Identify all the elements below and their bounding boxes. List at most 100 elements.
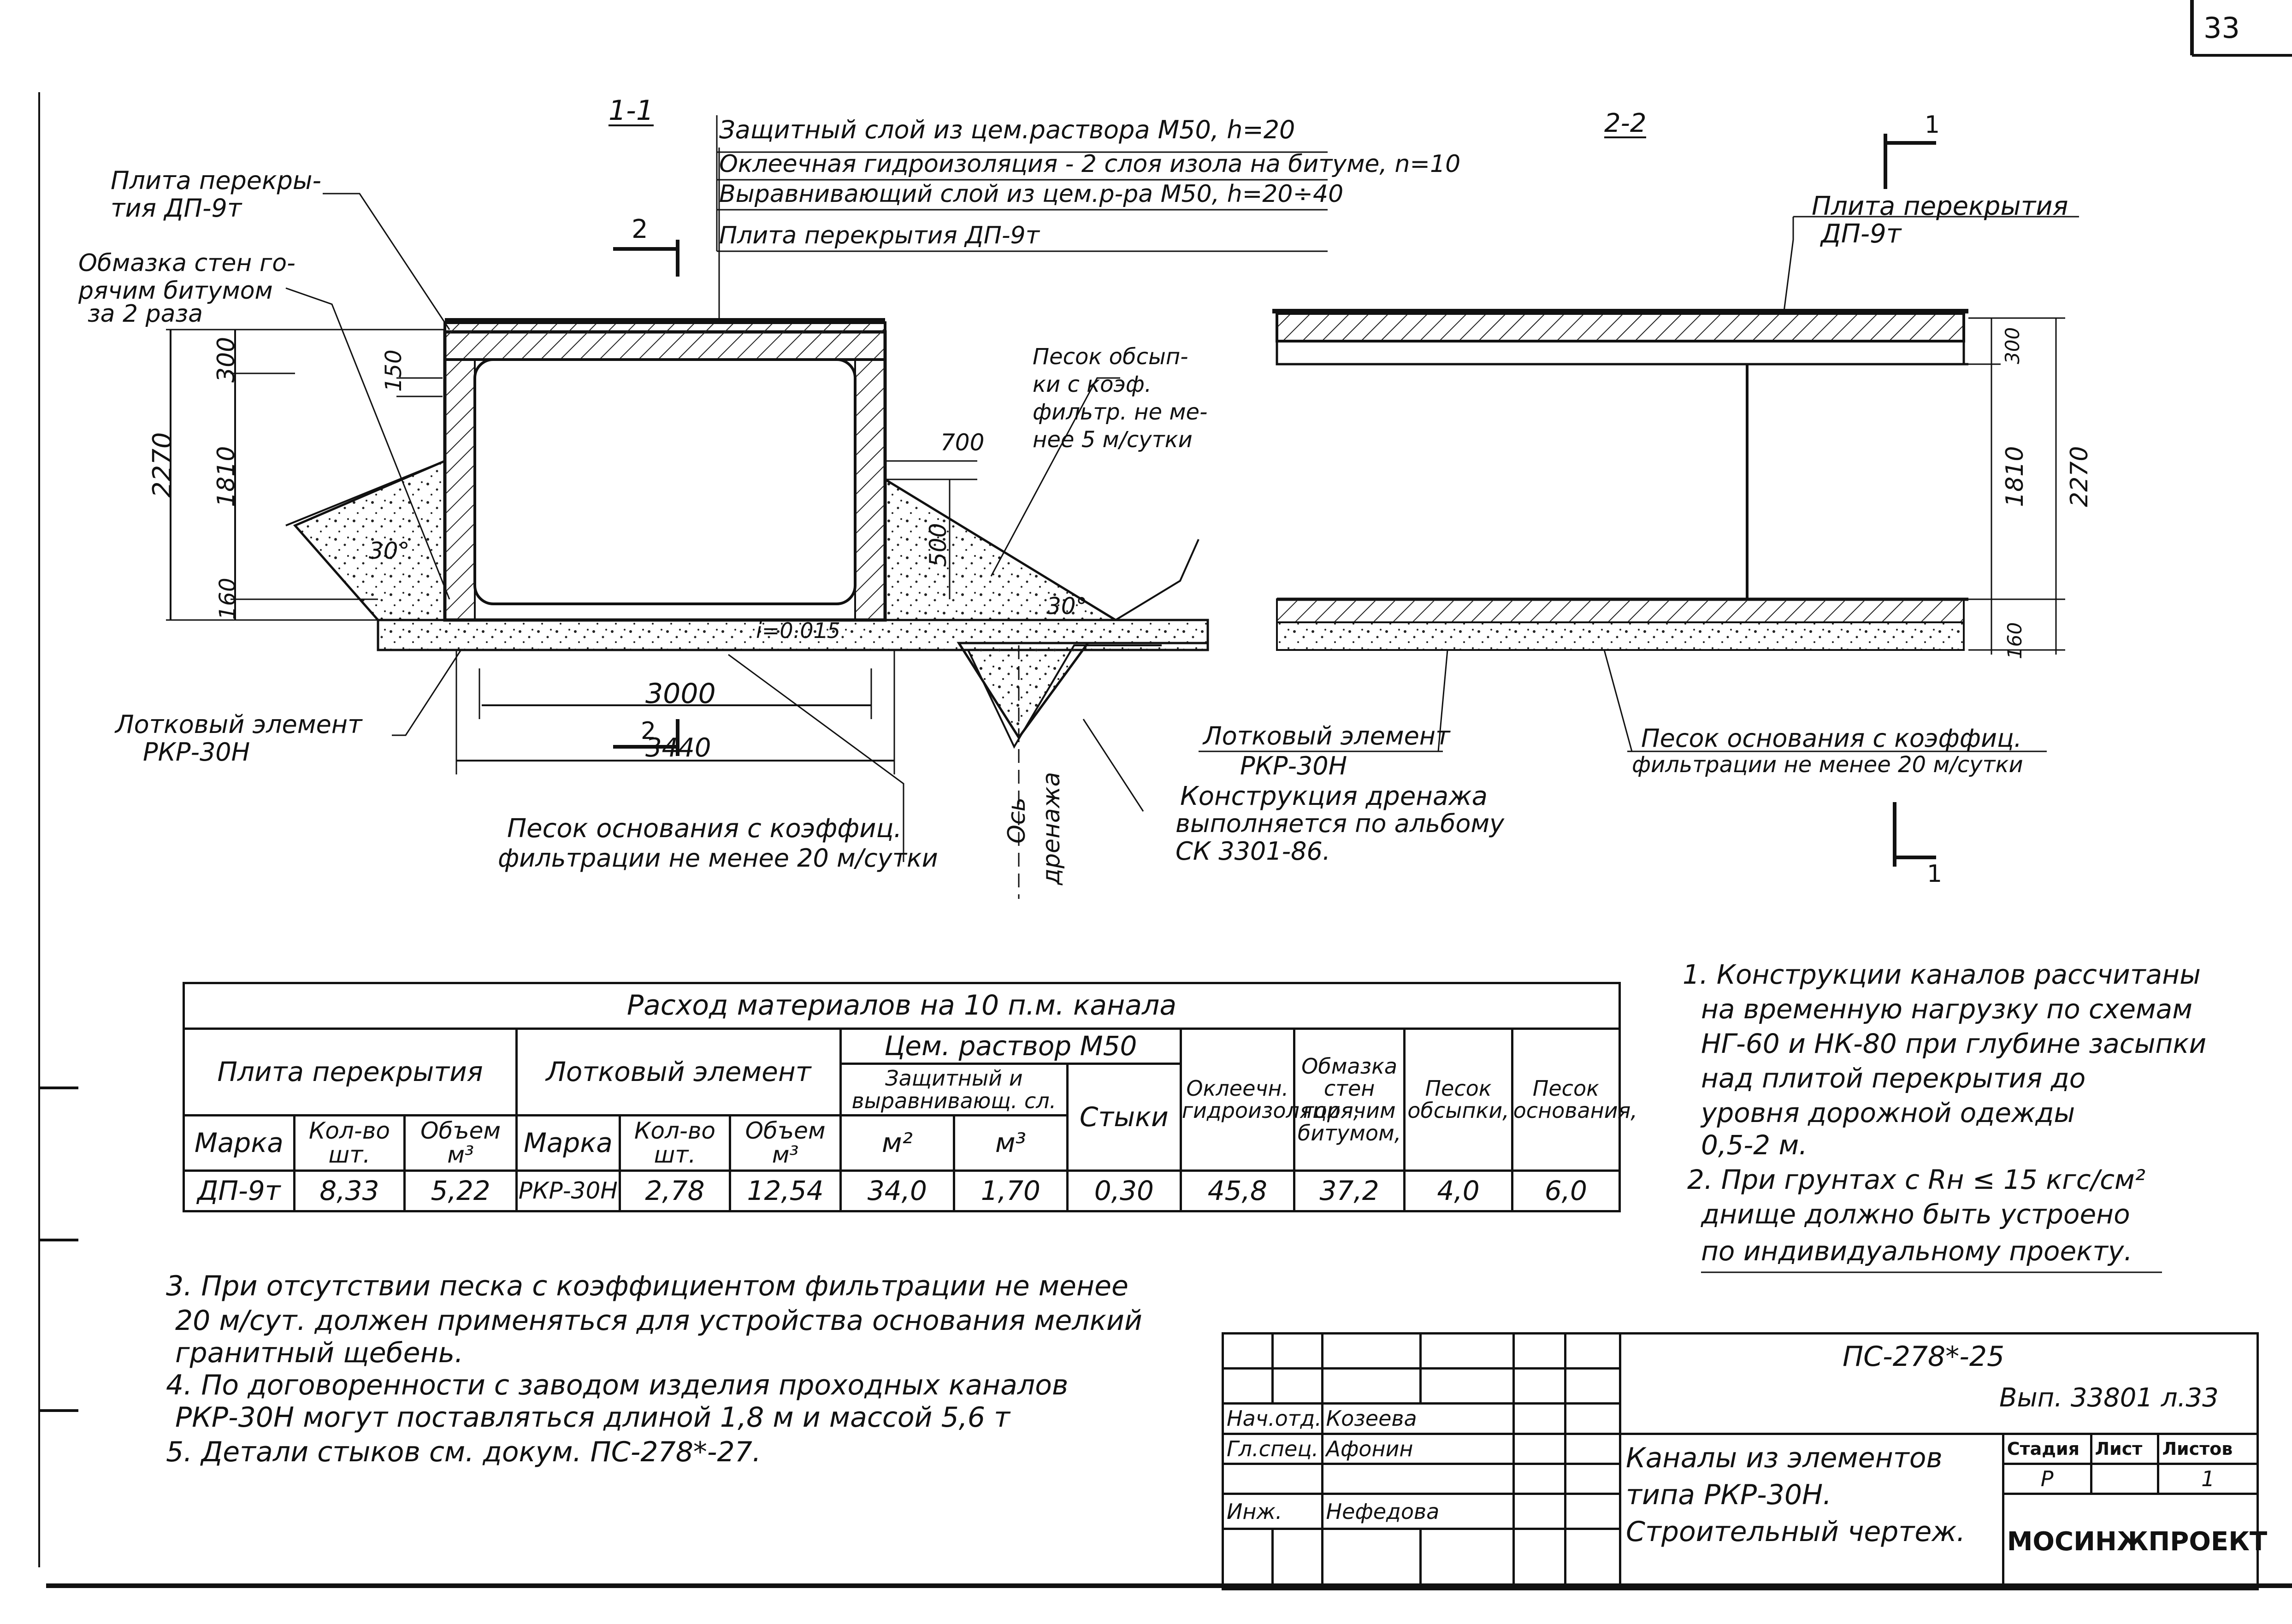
section-2-2-graphics (1199, 134, 2079, 867)
cell-slab-vol: 5,22 (403, 1169, 518, 1212)
label-tray-2-2-line-1: Лотковый элемент (1203, 721, 1450, 750)
dim-w-700: 700 (940, 429, 985, 456)
note-right-line: уровня дорожной одежды (1701, 1097, 2075, 1128)
cell-tray-qty: 2,78 (618, 1169, 732, 1212)
dim-w-outer: 3440 (645, 733, 711, 763)
album-ref: Вып. 33801 л.33 (1999, 1383, 2219, 1413)
hdr-sheet: Лист (2090, 1432, 2160, 1465)
organization: МОСИНЖПРОЕКТ (2002, 1493, 2267, 1590)
materials-table: Расход материалов на 10 п.м. канала Плит… (182, 982, 1637, 1212)
label-sand-backfill-1: Песок обсып- (1033, 344, 1188, 370)
cell-waterproof: 45,8 (1179, 1169, 1295, 1212)
label-tray-1-1-line-1: Лотковый элемент (115, 710, 362, 739)
cell-slab-mark: ДП-9т (183, 1169, 295, 1212)
hdr-stage: Стадия (2002, 1432, 2092, 1465)
hdr-cement: Цем. раствор М50 (839, 1027, 1182, 1065)
layer-leveling: Выравнивающий слой из цем.р-ра М50, h=20… (719, 180, 1344, 208)
dim-h-slab: 150 (381, 349, 407, 392)
name-4: Нефедова (1321, 1493, 1515, 1530)
slope-label: i=0.015 (756, 618, 841, 643)
drawing-title-line-1: Каналы из элементов (1626, 1441, 1943, 1474)
cell-slab-qty: 8,33 (293, 1169, 406, 1212)
role-1: Нач.отд. (1222, 1402, 1323, 1435)
sheets-value: 1 (2157, 1462, 2259, 1495)
materials-table-title: Расход материалов на 10 п.м. канала (183, 982, 1621, 1030)
cell-sand-fill: 4,0 (1403, 1169, 1513, 1212)
label-sand-backfill-3: фильтр. не ме- (1033, 399, 1208, 425)
hdr-cement-m2: м² (839, 1114, 955, 1172)
drawing-title-line-2: типа РКР-30Н. (1626, 1478, 1832, 1511)
stage-value: Р (2002, 1462, 2092, 1495)
note-left-line: 3. При отсутствии песка с коэффициентом … (166, 1270, 1128, 1302)
cell-cement-m3: 1,70 (952, 1169, 1069, 1212)
label-sand-base-1-1-line-2: фильтрации не менее 20 м/сутки (498, 844, 938, 873)
cell-cement-m2: 34,0 (839, 1169, 955, 1212)
cut-mark-1-bottom: 1 (1927, 860, 1943, 888)
angle-left: 30° (369, 537, 410, 564)
label-slab-2-2-line-1: Плита перекрытия (1812, 191, 2068, 221)
cell-joints-m3: 0,30 (1066, 1169, 1182, 1212)
dim-h-bot-1-1: 160 (215, 578, 241, 620)
dim-h-500: 500 (925, 523, 951, 567)
hdr-slab-vol: Объем м³ (403, 1114, 518, 1172)
cell-tray-mark: РКР-30Н (515, 1169, 621, 1212)
note-right-line: днище должно быть устроено (1701, 1199, 2130, 1230)
hdr-tray-qty: Кол-во шт. (618, 1114, 732, 1172)
cell-sand-base: 6,0 (1511, 1169, 1621, 1212)
sheet-number: 33 (2203, 11, 2240, 45)
role-3 (1222, 1462, 1323, 1495)
angle-right: 30° (1046, 593, 1087, 620)
hdr-tray-vol: Объем м³ (729, 1114, 842, 1172)
hdr-tray-mark: Марка (515, 1114, 621, 1172)
dim-h-mid-1-1: 1810 (213, 446, 240, 507)
title-block: ПС-278*-25 Вып. 33801 л.33 Нач.отд. Козе… (1222, 1332, 2267, 1591)
name-1: Козеева (1321, 1402, 1515, 1435)
hdr-coating: Обмазка стен горячим битумом, (1293, 1027, 1406, 1172)
note-right-line: 1. Конструкции каналов рассчитаны (1683, 959, 2201, 990)
doc-code: ПС-278*-25 (1843, 1341, 2005, 1373)
layer-slab: Плита перекрытия ДП-9т (719, 222, 1040, 249)
note-left-line: гранитный щебень. (175, 1337, 464, 1369)
section-1-1-graphics (166, 115, 1328, 899)
label-drain-line-3: СК 3301-86. (1176, 837, 1330, 866)
label-coating-line-2: рячим битумом (78, 277, 273, 305)
cell-tray-vol: 12,54 (729, 1169, 842, 1212)
label-sand-base-1-1-line-1: Песок основания с коэффиц. (507, 814, 902, 844)
note-left-line: РКР-30Н могут поставляться длиной 1,8 м … (175, 1401, 1010, 1434)
hdr-sheets: Листов (2157, 1432, 2259, 1465)
layer-protective: Защитный слой из цем.раствора М50, h=20 (719, 115, 1295, 144)
role-2: Гл.спец. (1222, 1432, 1323, 1465)
label-coating-line-1: Обмазка стен го- (78, 249, 295, 277)
cell-coating: 37,2 (1293, 1169, 1406, 1212)
section-2-2-title: 2-2 (1604, 108, 1647, 138)
dim-h-mid-2-2: 1810 (2001, 446, 2029, 507)
label-sand-base-2-2-line-2: фильтрации не менее 20 м/сутки (1632, 752, 2023, 778)
role-4: Инж. (1222, 1493, 1323, 1530)
dim-h-total-2-2: 2270 (2066, 446, 2093, 507)
note-left-line: 5. Детали стыков см. докум. ПС-278*-27. (166, 1436, 761, 1468)
note-left-line: 4. По договоренности с заводом изделия п… (166, 1369, 1069, 1401)
signature-4 (1512, 1493, 1567, 1530)
note-right-line: НГ-60 и НК-80 при глубине засыпки (1701, 1028, 2207, 1059)
hdr-sand-fill: Песок обсыпки, (1403, 1027, 1513, 1172)
name-3 (1321, 1462, 1515, 1495)
label-tray-1-1-line-2: РКР-30Н (143, 738, 250, 767)
signature-2 (1512, 1432, 1567, 1465)
label-slab-line-2: тия ДП-9т (111, 194, 242, 223)
label-tray-2-2-line-2: РКР-30Н (1240, 751, 1347, 780)
dim-h-top-2-2: 300 (2001, 327, 2024, 364)
hdr-cement-m3: м³ (952, 1114, 1069, 1172)
label-sand-backfill-2: ки с коэф. (1033, 372, 1152, 397)
drawing-title-line-3: Строительный чертеж. (1626, 1515, 1966, 1548)
layer-waterproofing: Оклеечная гидроизоляция - 2 слоя изола н… (719, 150, 1461, 178)
label-drain-axis-1: Ось (1003, 797, 1031, 844)
note-right-line: над плитой перекрытия до (1701, 1063, 2086, 1094)
cut-mark-2-bottom: 2 (641, 717, 656, 745)
dim-h-total-1-1: 2270 (148, 432, 177, 498)
label-drain-axis-2: дренажа (1038, 772, 1065, 885)
name-2: Афонин (1321, 1432, 1515, 1465)
hdr-tray: Лотковый элемент (515, 1027, 842, 1116)
hdr-sand-base: Песок основания, (1511, 1027, 1637, 1172)
cut-mark-2-top: 2 (632, 214, 648, 244)
